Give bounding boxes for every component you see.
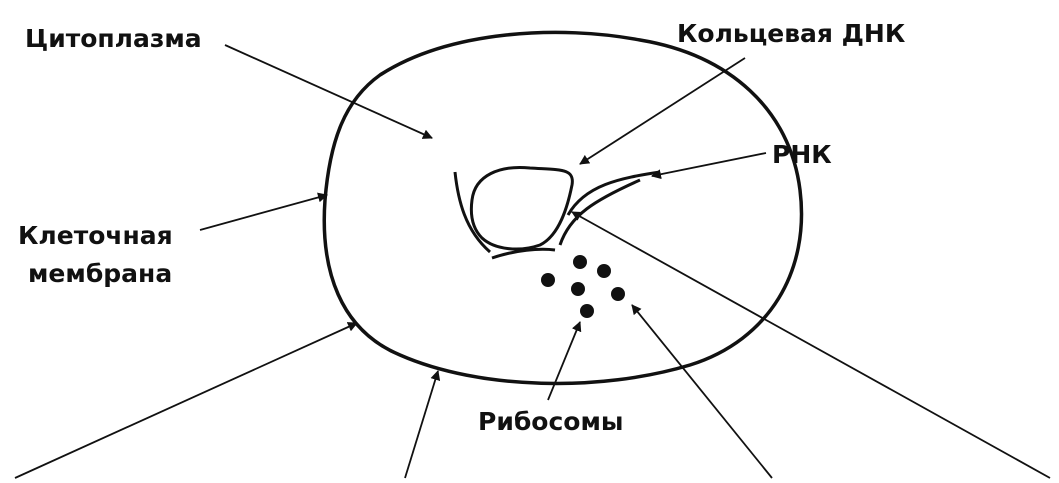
label-membrane-line2: мембрана [28, 259, 172, 288]
bottom-left-arrow [15, 323, 357, 478]
label-ribosomes: Рибосомы [478, 407, 624, 436]
cell-outline [324, 32, 801, 383]
bottom-mid-arrow [405, 371, 438, 478]
label-membrane-line1: Клеточная [18, 221, 173, 250]
ribosome-dot [571, 282, 585, 296]
circular-dna-loop [471, 167, 572, 249]
rna-arrow [652, 153, 766, 176]
membrane-arrow [200, 195, 327, 230]
label-cytoplasm: Цитоплазма [25, 24, 202, 53]
cytoplasm-arrow [225, 45, 432, 138]
ribosome-dot [573, 255, 587, 269]
ribosome-dot [541, 273, 555, 287]
label-circular-dna: Кольцевая ДНК [677, 19, 906, 48]
circular-dna-arrow [580, 58, 745, 164]
ribosomes-arrow [548, 322, 580, 400]
circular-dna-strand-bottom [492, 249, 555, 258]
far-right-arrow [572, 212, 1050, 478]
ribosome-dot [580, 304, 594, 318]
ribosome-dot [597, 264, 611, 278]
label-rna: РНК [772, 140, 832, 169]
ribosome-dot [611, 287, 625, 301]
